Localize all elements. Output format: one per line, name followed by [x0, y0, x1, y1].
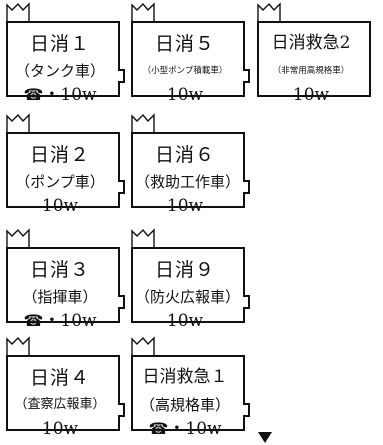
- unit-nisshou-1: 日消１ （タンク車） ☎・10w: [0, 0, 125, 104]
- unit-power: 10w: [166, 196, 204, 216]
- unit-type: （非常用高規格車）: [272, 66, 350, 76]
- separator: ・: [168, 419, 186, 439]
- telephone-icon: ☎: [148, 419, 169, 438]
- telephone-icon: ☎: [23, 85, 44, 104]
- vehicle-outline: [6, 228, 125, 323]
- unit-name: 日消２: [29, 144, 90, 166]
- vehicle-outline: [131, 336, 250, 431]
- unit-type: （小型ポンプ積載車）: [142, 66, 228, 76]
- unit-nisshou-6: 日消６ （救助工作車） 10w: [125, 111, 250, 215]
- vehicle-outline: [257, 2, 371, 97]
- unit-nisshou-3: 日消３ （指揮車） ☎・10w: [0, 226, 125, 330]
- unit-power: 10w: [41, 419, 79, 439]
- unit-name: 日消６: [154, 144, 215, 166]
- unit-power: 10w: [166, 311, 204, 331]
- unit-nisshou-kyukyu-1: 日消救急１ （高規格車） ☎・10w: [125, 334, 250, 438]
- unit-contact: ☎・10w: [10, 87, 110, 104]
- unit-contact: ☎・10w: [135, 421, 235, 438]
- unit-type: （指揮車）: [22, 288, 98, 306]
- vehicle-outline: [131, 2, 250, 97]
- vehicle-outline: [6, 113, 125, 208]
- unit-type: （防火広報車）: [135, 288, 241, 306]
- telephone-icon: ☎: [23, 311, 44, 330]
- separator: ・: [43, 311, 61, 331]
- unit-nisshou-9: 日消９ （防火広報車） 10w: [125, 226, 250, 330]
- unit-contact: ☎・10w: [10, 313, 110, 330]
- separator: ・: [43, 85, 61, 105]
- unit-nisshou-4: 日消４ （査察広報車） 10w: [0, 334, 125, 438]
- unit-power: 10w: [60, 85, 97, 105]
- unit-name: 日消１: [29, 33, 90, 55]
- vehicle-outline: [6, 2, 125, 97]
- triangle-down-icon: [258, 432, 272, 443]
- unit-name: 日消救急2: [271, 33, 351, 53]
- unit-nisshou-5: 日消５ （小型ポンプ積載車） 10w: [125, 0, 250, 104]
- vehicle-outline: [131, 228, 250, 323]
- unit-nisshou-2: 日消２ （ポンプ車） 10w: [0, 111, 125, 215]
- unit-name: 日消９: [154, 259, 215, 281]
- unit-name: 日消５: [154, 33, 215, 55]
- vehicle-outline: [131, 113, 250, 208]
- unit-type: （ポンプ車）: [15, 173, 105, 191]
- unit-power: 10w: [185, 419, 222, 439]
- unit-power: 10w: [166, 85, 204, 105]
- unit-name: 日消３: [29, 259, 90, 281]
- unit-type: （査察広報車）: [14, 397, 106, 412]
- unit-nisshou-kyukyu-2: 日消救急2 （非常用高規格車） 10w: [251, 0, 374, 104]
- unit-power: 10w: [41, 196, 79, 216]
- unit-power: 10w: [60, 311, 97, 331]
- unit-power: 10w: [292, 85, 330, 105]
- unit-type: （救助工作車）: [135, 173, 241, 191]
- unit-name: 日消救急１: [142, 367, 228, 387]
- unit-type: （高規格車）: [139, 396, 230, 414]
- unit-type: （タンク車）: [14, 62, 105, 80]
- unit-name: 日消４: [29, 367, 90, 389]
- vehicle-outline: [6, 336, 125, 431]
